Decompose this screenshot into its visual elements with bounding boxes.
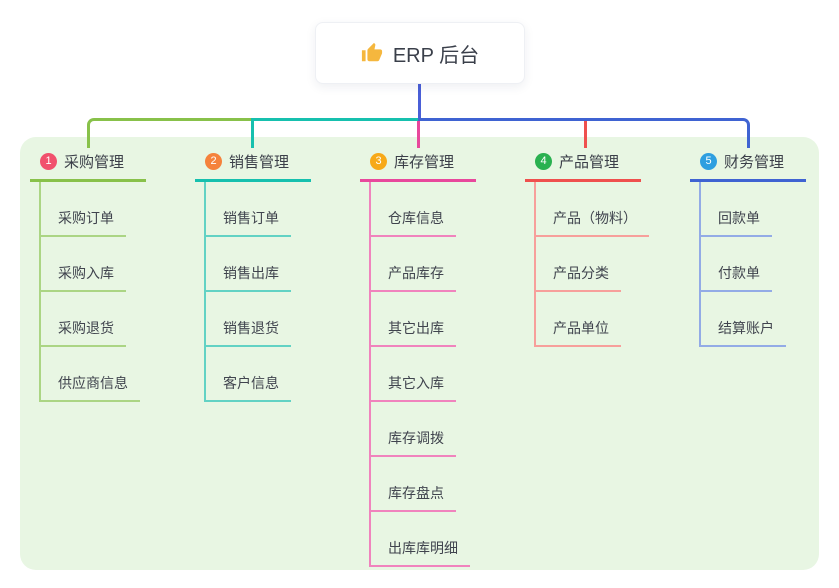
child-label: 库存调拨 xyxy=(371,428,456,457)
child-label: 付款单 xyxy=(701,263,772,292)
branch-node-purchase[interactable]: 1 采购管理 xyxy=(30,148,146,182)
branch-node-inventory[interactable]: 3 库存管理 xyxy=(360,148,476,182)
child-label: 库存盘点 xyxy=(371,483,456,512)
branch-children: 采购订单 采购入库 采购退货 供应商信息 xyxy=(39,182,140,402)
child-node[interactable]: 采购入库 xyxy=(41,237,140,292)
child-label: 回款单 xyxy=(701,208,772,237)
branch-children: 仓库信息 产品库存 其它出库 其它入库 库存调拨 库存盘点 出库库明细 xyxy=(369,182,470,567)
child-node[interactable]: 产品分类 xyxy=(536,237,649,292)
connector-root xyxy=(418,81,421,118)
branch-label: 产品管理 xyxy=(559,154,620,171)
branch-node-sales[interactable]: 2 销售管理 xyxy=(195,148,311,182)
branch-children: 产品（物料） 产品分类 产品单位 xyxy=(534,182,649,347)
child-label: 采购退货 xyxy=(41,318,126,347)
branch-sales: 2 销售管理 销售订单 销售出库 销售退货 客户信息 xyxy=(195,148,355,402)
child-label: 销售出库 xyxy=(206,263,291,292)
branch-product: 4 产品管理 产品（物料） 产品分类 产品单位 xyxy=(525,148,685,347)
child-node[interactable]: 库存调拨 xyxy=(371,402,470,457)
branch-index-badge: 2 xyxy=(205,153,222,170)
branch-label: 销售管理 xyxy=(229,154,290,171)
child-node[interactable]: 其它出库 xyxy=(371,292,470,347)
connector-branch-sales-v xyxy=(251,118,254,148)
child-label: 采购订单 xyxy=(41,208,126,237)
child-node[interactable]: 库存盘点 xyxy=(371,457,470,512)
connector-branch-sales-h xyxy=(251,118,418,121)
child-node[interactable]: 销售退货 xyxy=(206,292,291,347)
branch-children: 销售订单 销售出库 销售退货 客户信息 xyxy=(204,182,291,402)
connector-branch-inventory xyxy=(417,121,420,148)
branch-purchase: 1 采购管理 采购订单 采购入库 采购退货 供应商信息 xyxy=(30,148,190,402)
child-node[interactable]: 采购退货 xyxy=(41,292,140,347)
branch-index-badge: 1 xyxy=(40,153,57,170)
child-node[interactable]: 付款单 xyxy=(701,237,786,292)
child-node[interactable]: 客户信息 xyxy=(206,347,291,402)
child-label: 客户信息 xyxy=(206,373,291,402)
root-title: ERP 后台 xyxy=(392,44,480,67)
child-label: 销售退货 xyxy=(206,318,291,347)
child-node[interactable]: 销售出库 xyxy=(206,237,291,292)
connector-branch-purchase xyxy=(87,118,253,148)
child-node[interactable]: 产品库存 xyxy=(371,237,470,292)
child-label: 产品库存 xyxy=(371,263,456,292)
child-node[interactable]: 产品（物料） xyxy=(536,182,649,237)
child-node[interactable]: 产品单位 xyxy=(536,292,649,347)
child-label: 出库库明细 xyxy=(371,538,470,567)
branch-finance: 5 财务管理 回款单 付款单 结算账户 xyxy=(690,148,839,347)
branch-index-badge: 3 xyxy=(370,153,387,170)
child-node[interactable]: 销售订单 xyxy=(206,182,291,237)
child-label: 销售订单 xyxy=(206,208,291,237)
branch-children: 回款单 付款单 结算账户 xyxy=(699,182,786,347)
child-label: 供应商信息 xyxy=(41,373,140,402)
child-label: 采购入库 xyxy=(41,263,126,292)
connector-branch-finance xyxy=(418,118,750,148)
branches-panel xyxy=(20,137,819,570)
root-node[interactable]: ERP 后台 xyxy=(315,22,525,84)
child-label: 其它出库 xyxy=(371,318,456,347)
connector-branch-product xyxy=(584,121,587,148)
child-node[interactable]: 供应商信息 xyxy=(41,347,140,402)
branch-inventory: 3 库存管理 仓库信息 产品库存 其它出库 其它入库 库存调拨 库存盘点 出库库… xyxy=(360,148,520,567)
branch-node-finance[interactable]: 5 财务管理 xyxy=(690,148,806,182)
thumbs-up-icon xyxy=(361,42,382,62)
child-label: 其它入库 xyxy=(371,373,456,402)
child-node[interactable]: 采购订单 xyxy=(41,182,140,237)
child-label: 结算账户 xyxy=(701,318,786,347)
child-node[interactable]: 出库库明细 xyxy=(371,512,470,567)
branch-label: 库存管理 xyxy=(394,154,455,171)
child-label: 产品分类 xyxy=(536,263,621,292)
branch-index-badge: 5 xyxy=(700,153,717,170)
branch-node-product[interactable]: 4 产品管理 xyxy=(525,148,641,182)
branch-index-badge: 4 xyxy=(535,153,552,170)
branch-label: 采购管理 xyxy=(64,154,125,171)
child-node[interactable]: 其它入库 xyxy=(371,347,470,402)
child-label: 仓库信息 xyxy=(371,208,456,237)
child-node[interactable]: 回款单 xyxy=(701,182,786,237)
child-label: 产品单位 xyxy=(536,318,621,347)
child-label: 产品（物料） xyxy=(536,208,649,237)
child-node[interactable]: 仓库信息 xyxy=(371,182,470,237)
child-node[interactable]: 结算账户 xyxy=(701,292,786,347)
branch-label: 财务管理 xyxy=(724,154,785,171)
